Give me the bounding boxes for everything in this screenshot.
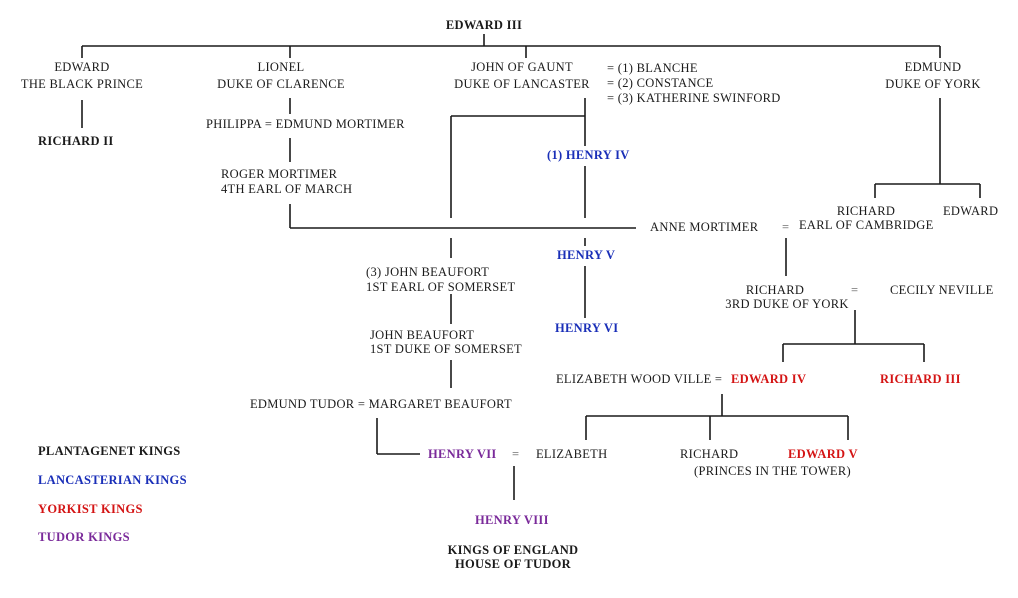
black-prince-name: EDWARD [54,60,110,74]
richard-cambridge-title: EARL OF CAMBRIDGE [799,218,934,232]
legend-tudor: TUDOR KINGS [38,530,130,544]
philippa-edmund-mortimer: PHILIPPA = EDMUND MORTIMER [206,117,405,131]
edward-v: EDWARD V [788,447,858,461]
richard-3rd-duke-title: 3RD DUKE OF YORK [725,297,849,311]
edward-iv: EDWARD IV [731,372,807,386]
henry-viii: HENRY VIII [475,513,549,527]
cecily-neville: CECILY NEVILLE [890,283,994,297]
elizabeth-of-york: ELIZABETH [536,447,608,461]
roger-mortimer-title: 4TH EARL OF MARCH [221,182,353,196]
princes-in-the-tower: (PRINCES IN THE TOWER) [694,464,851,478]
edmund-title: DUKE OF YORK [885,77,981,91]
elizabeth-woodville: ELIZABETH WOOD VILLE = [556,372,723,386]
legend-yorkist: YORKIST KINGS [38,502,143,516]
richard-cambridge-name: RICHARD [836,204,896,218]
gaunt-wife-katherine: = (3) KATHERINE SWINFORD [607,91,781,105]
edward-iii: EDWARD III [445,18,523,32]
henry-iv: (1) HENRY IV [547,148,630,162]
anne-richard-equals: = [782,220,790,234]
edmund-tudor-margaret-beaufort: EDMUND TUDOR = MARGARET BEAUFORT [250,397,512,411]
gaunt-wife-constance: = (2) CONSTANCE [607,76,714,90]
gaunt-name: JOHN OF GAUNT [471,60,573,74]
john-beaufort-duke-name: JOHN BEAUFORT [370,328,475,342]
gaunt-wife-blanche: = (1) BLANCHE [607,61,698,75]
roger-mortimer-name: ROGER MORTIMER [221,167,338,181]
john-beaufort-duke-title: 1ST DUKE OF SOMERSET [370,342,522,356]
henry-vii-elizabeth-equals: = [512,447,520,461]
anne-mortimer: ANNE MORTIMER [650,220,759,234]
black-prince-title: THE BLACK PRINCE [20,77,144,91]
gaunt-title: DUKE OF LANCASTER [454,77,590,91]
footer-title-line-1: KINGS OF ENGLAND [447,543,579,557]
footer-title-line-2: HOUSE OF TUDOR [454,557,572,571]
edward-son-of-edmund: EDWARD [943,204,999,218]
richard-cecily-equals: = [851,283,859,297]
richard-ii: RICHARD II [38,134,114,148]
lionel-name: LIONEL [257,60,305,74]
edmund-name: EDMUND [904,60,962,74]
john-beaufort-earl-name: (3) JOHN BEAUFORT [366,265,490,279]
henry-vii: HENRY VII [428,447,497,461]
legend-plantagenet: PLANTAGENET KINGS [38,444,181,458]
john-beaufort-earl-title: 1ST EARL OF SOMERSET [366,280,516,294]
richard-prince: RICHARD [680,447,739,461]
lionel-title: DUKE OF CLARENCE [217,77,345,91]
richard-iii: RICHARD III [880,372,961,386]
henry-v: HENRY V [557,248,616,262]
legend-lancastrian: LANCASTERIAN KINGS [38,473,187,487]
henry-vi: HENRY VI [555,321,619,335]
richard-3rd-duke-name: RICHARD [745,283,805,297]
